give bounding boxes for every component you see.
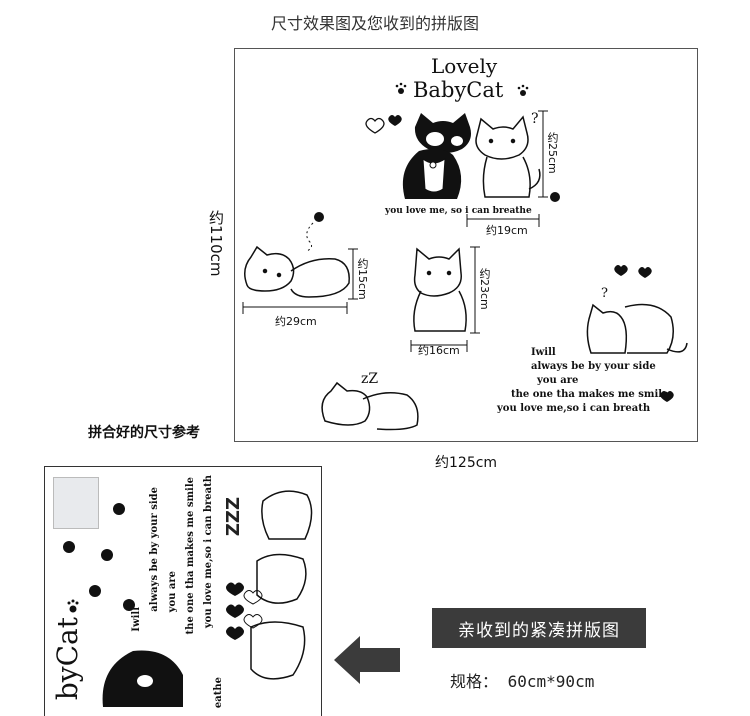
sheet-line-3: you are (167, 571, 178, 613)
left-arrow-icon (334, 636, 400, 684)
dim-lying-cat-h: 约15cm (356, 258, 369, 300)
heart-icon (638, 267, 652, 278)
preview-illustration: Lovely BabyCat ? (242, 54, 688, 431)
love-line-text: you love me, so i can breathe (384, 206, 532, 216)
sheet-line-2: always be by your side (149, 487, 160, 612)
sheet-line-4: the one tha makes me smile (185, 477, 196, 635)
hearts-column (226, 582, 263, 640)
dim-sitting-cat-h: 约23cm (478, 268, 491, 310)
sheet-zzz: ZZZ (223, 497, 244, 537)
dim-sitting-cat-w: 约16cm (418, 344, 460, 357)
back-cat-illustration (586, 303, 688, 354)
ladybug-icon (63, 541, 75, 553)
black-cat-illustration (402, 113, 471, 199)
lying-cat-illustration (244, 245, 350, 298)
spec-text: 规格： 60cm*90cm (450, 672, 595, 691)
sheet-line-5: you love me,so i can breath (203, 475, 214, 629)
sleeping-cat-illustration (321, 381, 419, 431)
will-line-3: you are (536, 375, 578, 386)
sheet-line-1: Iwill (131, 607, 142, 632)
preview-frame: Lovely BabyCat ? (234, 48, 698, 442)
paw-icon (67, 599, 79, 613)
dim-top-cats-h: 约25cm (546, 132, 559, 174)
heart-icon (365, 117, 385, 134)
dim-top-cats-w: 约19cm (486, 224, 528, 237)
will-line-4: the one tha makes me smile (511, 389, 668, 400)
heart-icon (660, 391, 674, 402)
width-label: 约125cm (435, 455, 498, 471)
sitting-cat-illustration (413, 247, 467, 332)
ladybug-icon (314, 212, 324, 222)
paw-icon (517, 84, 529, 96)
sheet-cats (250, 490, 313, 680)
ladybug-icon (89, 585, 101, 597)
heart-icon (388, 115, 402, 126)
heart-icon (614, 265, 628, 276)
compact-sheet-preview: Iwill always be by your side you are the… (44, 466, 322, 716)
size-reference-caption: 拼合好的尺寸参考 (88, 425, 200, 441)
white-cat-illustration (475, 115, 541, 198)
will-line-5: you love me,so i can breath (496, 403, 651, 414)
compact-sheet-badge: 亲收到的紧凑拼版图 (432, 608, 646, 648)
black-cat-illustration (102, 650, 183, 707)
page-title: 尺寸效果图及您收到的拼版图 (270, 14, 479, 33)
dim-lying-cat-w: 约29cm (275, 315, 317, 328)
paw-icon (395, 82, 407, 94)
sheet-line-6: eathe (213, 677, 224, 709)
product-thumbnail (53, 477, 99, 529)
ladybug-icon (113, 503, 125, 515)
heading-lovely: Lovely (431, 54, 498, 78)
sheet-illustration (63, 490, 313, 707)
heading-babycat: BabyCat (413, 78, 504, 102)
question-mark: ? (531, 111, 539, 127)
sheet-babycat: byCat (51, 617, 84, 701)
will-line-2: always be by your side (531, 361, 656, 372)
will-line-1: Iwill (531, 347, 556, 358)
ladybug-icon (123, 599, 135, 611)
question-mark-2: ? (601, 286, 608, 301)
ladybug-icon (550, 192, 560, 202)
ladybug-icon (101, 549, 113, 561)
zzz-text: zZ (361, 371, 378, 387)
height-label: 约110cm (207, 210, 225, 277)
